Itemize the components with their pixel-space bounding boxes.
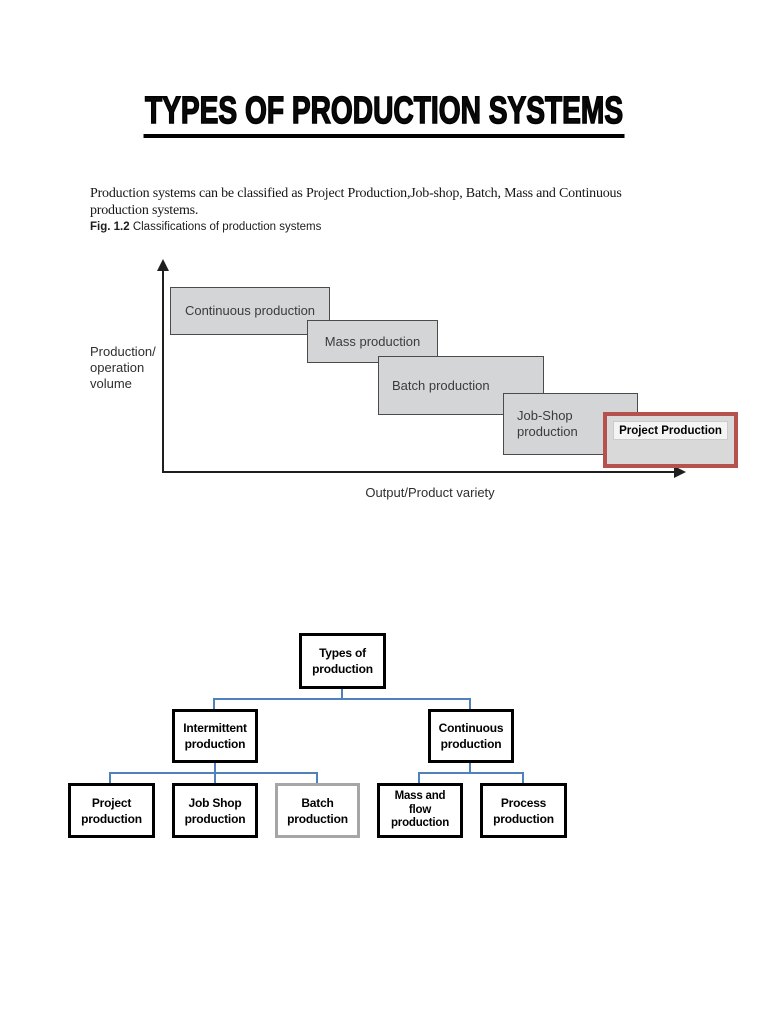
y-axis-line (162, 270, 164, 473)
figure-caption-text: Classifications of production systems (129, 221, 322, 233)
tree-connector (469, 698, 471, 710)
tree-connector (418, 772, 524, 774)
tree-node-project-production: Project production (68, 783, 155, 838)
staircase-box-continuous: Continuous production (170, 287, 330, 335)
tree-connector (418, 772, 420, 784)
x-axis-arrow-icon (674, 466, 686, 478)
tree-node-intermittent-production: Intermittent production (172, 709, 258, 763)
staircase-box-project-highlighted: Project Production (603, 412, 738, 468)
tree-connector (109, 772, 111, 784)
tree-connector (214, 763, 216, 774)
tree-node-types-of-production: Types of production (299, 633, 386, 689)
figure-caption: Fig. 1.2 Classifications of production s… (90, 221, 321, 233)
project-production-label: Project Production (613, 421, 728, 440)
staircase-box-mass: Mass production (307, 320, 438, 363)
tree-connector (213, 698, 471, 700)
y-axis-label: Production/ operation volume (90, 344, 156, 391)
x-axis-label: Output/Product variety (365, 485, 495, 500)
tree-node-continuous-production: Continuous production (428, 709, 514, 763)
tree-connector (469, 763, 471, 774)
tree-node-job-shop-production: Job Shop production (172, 783, 258, 838)
tree-connector (109, 772, 318, 774)
title-row: TYPES OF PRODUCTION SYSTEMS (0, 89, 768, 138)
tree-connector (522, 772, 524, 784)
y-axis-arrow-icon (157, 259, 169, 271)
x-axis-line (162, 471, 676, 473)
tree-node-process-production: Process production (480, 783, 567, 838)
tree-connector (316, 772, 318, 784)
tree-node-batch-production: Batch production (275, 783, 360, 838)
tree-connector (341, 689, 343, 699)
intro-paragraph: Production systems can be classified as … (90, 186, 622, 218)
page-title: TYPES OF PRODUCTION SYSTEMS (143, 89, 625, 138)
figure-caption-label: Fig. 1.2 (90, 221, 130, 233)
tree-connector (214, 772, 216, 784)
tree-node-mass-and-flow-production: Mass and flow production (377, 783, 463, 838)
tree-connector (213, 698, 215, 710)
